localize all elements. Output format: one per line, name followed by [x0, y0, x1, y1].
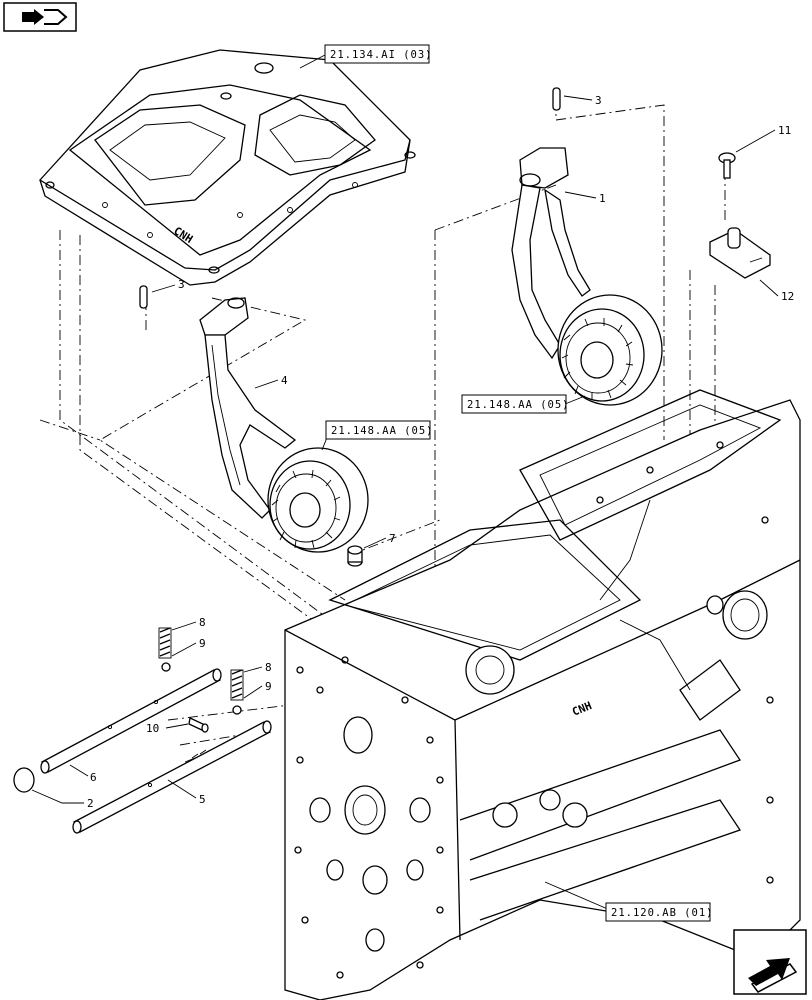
- callout-10: 10: [146, 722, 159, 735]
- shift-fork-4: 4: [199, 297, 297, 519]
- shift-rod-5: 5: [72, 720, 272, 834]
- callout-3-right: 3: [595, 94, 602, 107]
- pin-3-right: 3: [552, 87, 602, 111]
- callout-3-left: 3: [178, 278, 185, 291]
- transmission-housing: CNH: [284, 389, 801, 1000]
- ref-top-cover-label: 21.134.AI (03): [330, 49, 433, 61]
- bush-7: 7: [347, 532, 396, 567]
- spring-8-right: 8: [230, 661, 272, 701]
- book-arrow-icon: [22, 9, 68, 25]
- top-cover: CNH: [38, 49, 416, 286]
- callout-7: 7: [389, 532, 396, 545]
- callout-8-right: 8: [265, 661, 272, 674]
- pin-10: 10: [146, 717, 209, 735]
- gear-right: [557, 294, 663, 406]
- ref-gear-left[interactable]: 21.148.AA (05): [325, 420, 434, 440]
- shift-rod-6: 6: [40, 668, 222, 784]
- next-page-arrow-icon: [748, 958, 798, 993]
- shift-fork-1: 1: [511, 147, 606, 360]
- ref-housing-label: 21.120.AB (01): [611, 907, 714, 919]
- ref-gear-left-label: 21.148.AA (05): [331, 425, 434, 437]
- callout-4: 4: [281, 374, 288, 387]
- gear-left: [267, 429, 369, 553]
- callout-12: 12: [781, 290, 794, 303]
- pin-3-left: 3: [139, 278, 185, 309]
- callout-11: 11: [778, 124, 791, 137]
- spring-8-left: 8: [158, 616, 206, 659]
- callout-5: 5: [199, 793, 206, 806]
- callout-8-left: 8: [199, 616, 206, 629]
- top-nav-button[interactable]: [3, 2, 77, 32]
- bracket-12: 12: [709, 227, 794, 303]
- callout-9-right: 9: [265, 680, 272, 693]
- ref-gear-right[interactable]: 21.148.AA (05): [461, 394, 570, 414]
- callout-2: 2: [87, 797, 94, 810]
- plug-2: 2: [13, 767, 94, 810]
- ref-housing[interactable]: 21.120.AB (01): [605, 902, 714, 922]
- ref-gear-right-label: 21.148.AA (05): [467, 399, 570, 411]
- callout-9-left: 9: [199, 637, 206, 650]
- bottom-nav-button[interactable]: [733, 929, 807, 995]
- ref-top-cover[interactable]: 21.134.AI (03): [299, 44, 433, 69]
- callout-6: 6: [90, 771, 97, 784]
- bolt-11: 11: [718, 124, 791, 179]
- ball-9-right: 9: [232, 680, 272, 715]
- callout-1: 1: [599, 192, 606, 205]
- ball-9-left: 9: [161, 637, 206, 672]
